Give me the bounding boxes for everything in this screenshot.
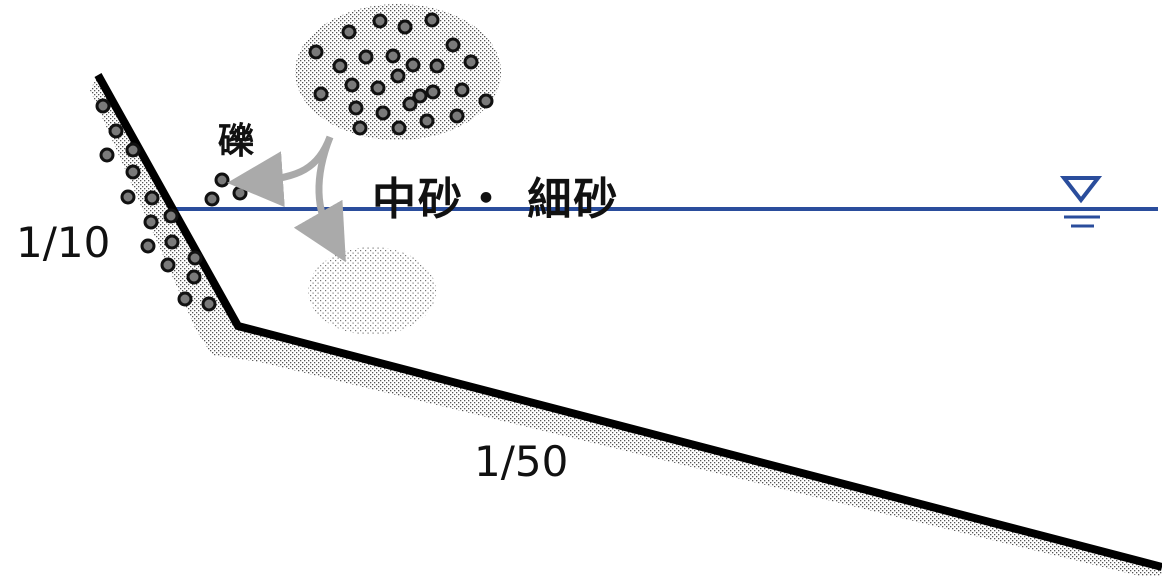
gravel-particle bbox=[95, 98, 111, 114]
gravel-particle bbox=[385, 48, 401, 64]
gravel-trio-group bbox=[204, 172, 248, 207]
gravel-particle bbox=[370, 80, 386, 96]
gravel-particle bbox=[201, 296, 217, 312]
gravel-particle bbox=[352, 120, 368, 136]
gravel-particle bbox=[143, 214, 159, 230]
gravel-particle bbox=[449, 108, 465, 124]
gravel-label: 礫 bbox=[218, 121, 255, 162]
gravel-particle bbox=[232, 185, 248, 201]
cloud-gravel-group bbox=[308, 12, 494, 136]
gravel-particle bbox=[164, 234, 180, 250]
gravel-particle bbox=[478, 93, 494, 109]
gravel-particle bbox=[358, 49, 374, 65]
gravel-particle bbox=[186, 269, 202, 285]
gravel-particle bbox=[454, 82, 470, 98]
slope-gravel-group bbox=[95, 98, 217, 312]
bed-profile-line bbox=[94, 73, 1162, 571]
gravel-particle bbox=[348, 100, 364, 116]
gravel-particle bbox=[204, 191, 220, 207]
arrow-to-sand bbox=[293, 135, 346, 263]
gravel-particle bbox=[125, 142, 141, 158]
water-level-triangle-icon bbox=[1059, 176, 1103, 228]
gravel-particle bbox=[390, 68, 406, 84]
gravel-particle bbox=[308, 44, 324, 60]
gravel-particle bbox=[375, 105, 391, 121]
steep-slope-ratio-label: 1/10 bbox=[16, 218, 111, 267]
gravel-particle bbox=[332, 58, 348, 74]
gravel-particle bbox=[397, 19, 413, 35]
gravel-particle bbox=[445, 37, 461, 53]
gravel-particle bbox=[187, 250, 203, 266]
gravel-particle bbox=[108, 123, 124, 139]
gravel-particle bbox=[120, 189, 136, 205]
fine-sand-cloud bbox=[308, 247, 436, 335]
gravel-particle bbox=[313, 86, 329, 102]
gravel-particle bbox=[405, 57, 421, 73]
gravel-particle bbox=[140, 238, 156, 254]
medium-fine-sand-label: 中砂・ 細砂 bbox=[372, 174, 620, 225]
gravel-particle bbox=[402, 96, 418, 112]
gravel-particle bbox=[341, 24, 357, 40]
gravel-particle bbox=[177, 291, 193, 307]
gravel-particle bbox=[419, 113, 435, 129]
gravel-particle bbox=[344, 77, 360, 93]
gentle-slope-ratio-label: 1/50 bbox=[474, 437, 569, 486]
gravel-particle bbox=[372, 13, 388, 29]
gravel-particle bbox=[429, 58, 445, 74]
gravel-particle bbox=[144, 190, 160, 206]
gravel-particle bbox=[163, 208, 179, 224]
gravel-particle bbox=[412, 88, 428, 104]
gravel-particle bbox=[99, 147, 115, 163]
gravel-particle bbox=[160, 257, 176, 273]
gravel-particle bbox=[425, 84, 441, 100]
gravel-particle bbox=[391, 120, 407, 136]
gravel-particle bbox=[125, 164, 141, 180]
gravel-particle bbox=[214, 172, 230, 188]
gravel-particle bbox=[463, 54, 479, 70]
gravel-particle bbox=[424, 12, 440, 28]
